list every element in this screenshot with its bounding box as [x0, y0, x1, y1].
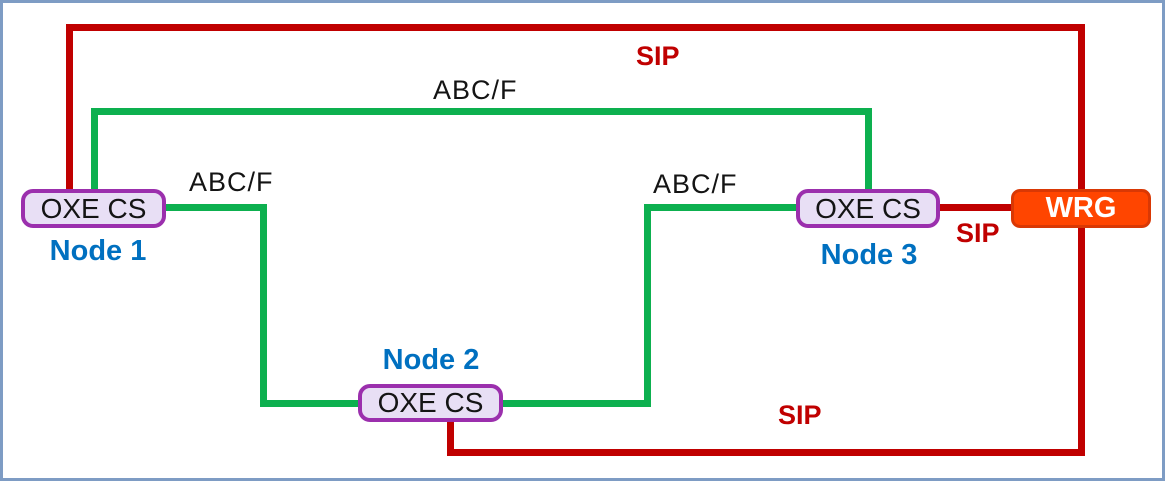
- sip-link-node1-vertical: [66, 24, 73, 192]
- node2-box-label: OXE CS: [377, 387, 484, 418]
- node1-box-label: OXE CS: [40, 192, 147, 224]
- wrg-gateway-box: WRG: [1011, 189, 1151, 228]
- node1-name-label: Node 1: [49, 235, 147, 267]
- abcf-link-node1-right: [163, 204, 267, 211]
- abcf-link-node2-right: [500, 400, 651, 407]
- sip-top-label: SIP: [636, 41, 680, 71]
- node3-name-label: Node 3: [820, 239, 918, 271]
- abcf-link-node1-top-vertical: [91, 108, 98, 192]
- sip-bottom-label: SIP: [778, 400, 822, 430]
- abcf-link-node3-top-vertical: [865, 108, 872, 193]
- abcf-node1-node2-label: ABC/F: [189, 167, 274, 197]
- abcf-link-node2-node3-vertical: [644, 204, 651, 407]
- sip-link-bottom-horizontal: [447, 449, 1085, 456]
- abcf-node2-node3-label: ABC/F: [653, 169, 738, 199]
- node3-box-label: OXE CS: [815, 192, 921, 224]
- node2-name-label: Node 2: [382, 344, 480, 376]
- sip-link-wrg-vertical: [1078, 24, 1085, 456]
- wrg-box-label: WRG: [1045, 192, 1117, 224]
- abcf-link-node2-left: [260, 400, 361, 407]
- abcf-link-node1-node2-vertical: [260, 204, 267, 407]
- sip-link-node3-wrg: [940, 204, 1013, 211]
- abcf-link-node3-left: [644, 204, 799, 211]
- node1-oxe-cs-box: OXE CS: [21, 189, 166, 228]
- sip-link-node2-vertical: [447, 421, 454, 456]
- node3-oxe-cs-box: OXE CS: [796, 189, 940, 228]
- abcf-link-top-horizontal: [91, 108, 872, 115]
- sip-node3-wrg-label: SIP: [956, 218, 1000, 248]
- abcf-top-label: ABC/F: [433, 75, 518, 105]
- node2-oxe-cs-box: OXE CS: [358, 384, 503, 422]
- sip-link-top-horizontal: [66, 24, 1085, 31]
